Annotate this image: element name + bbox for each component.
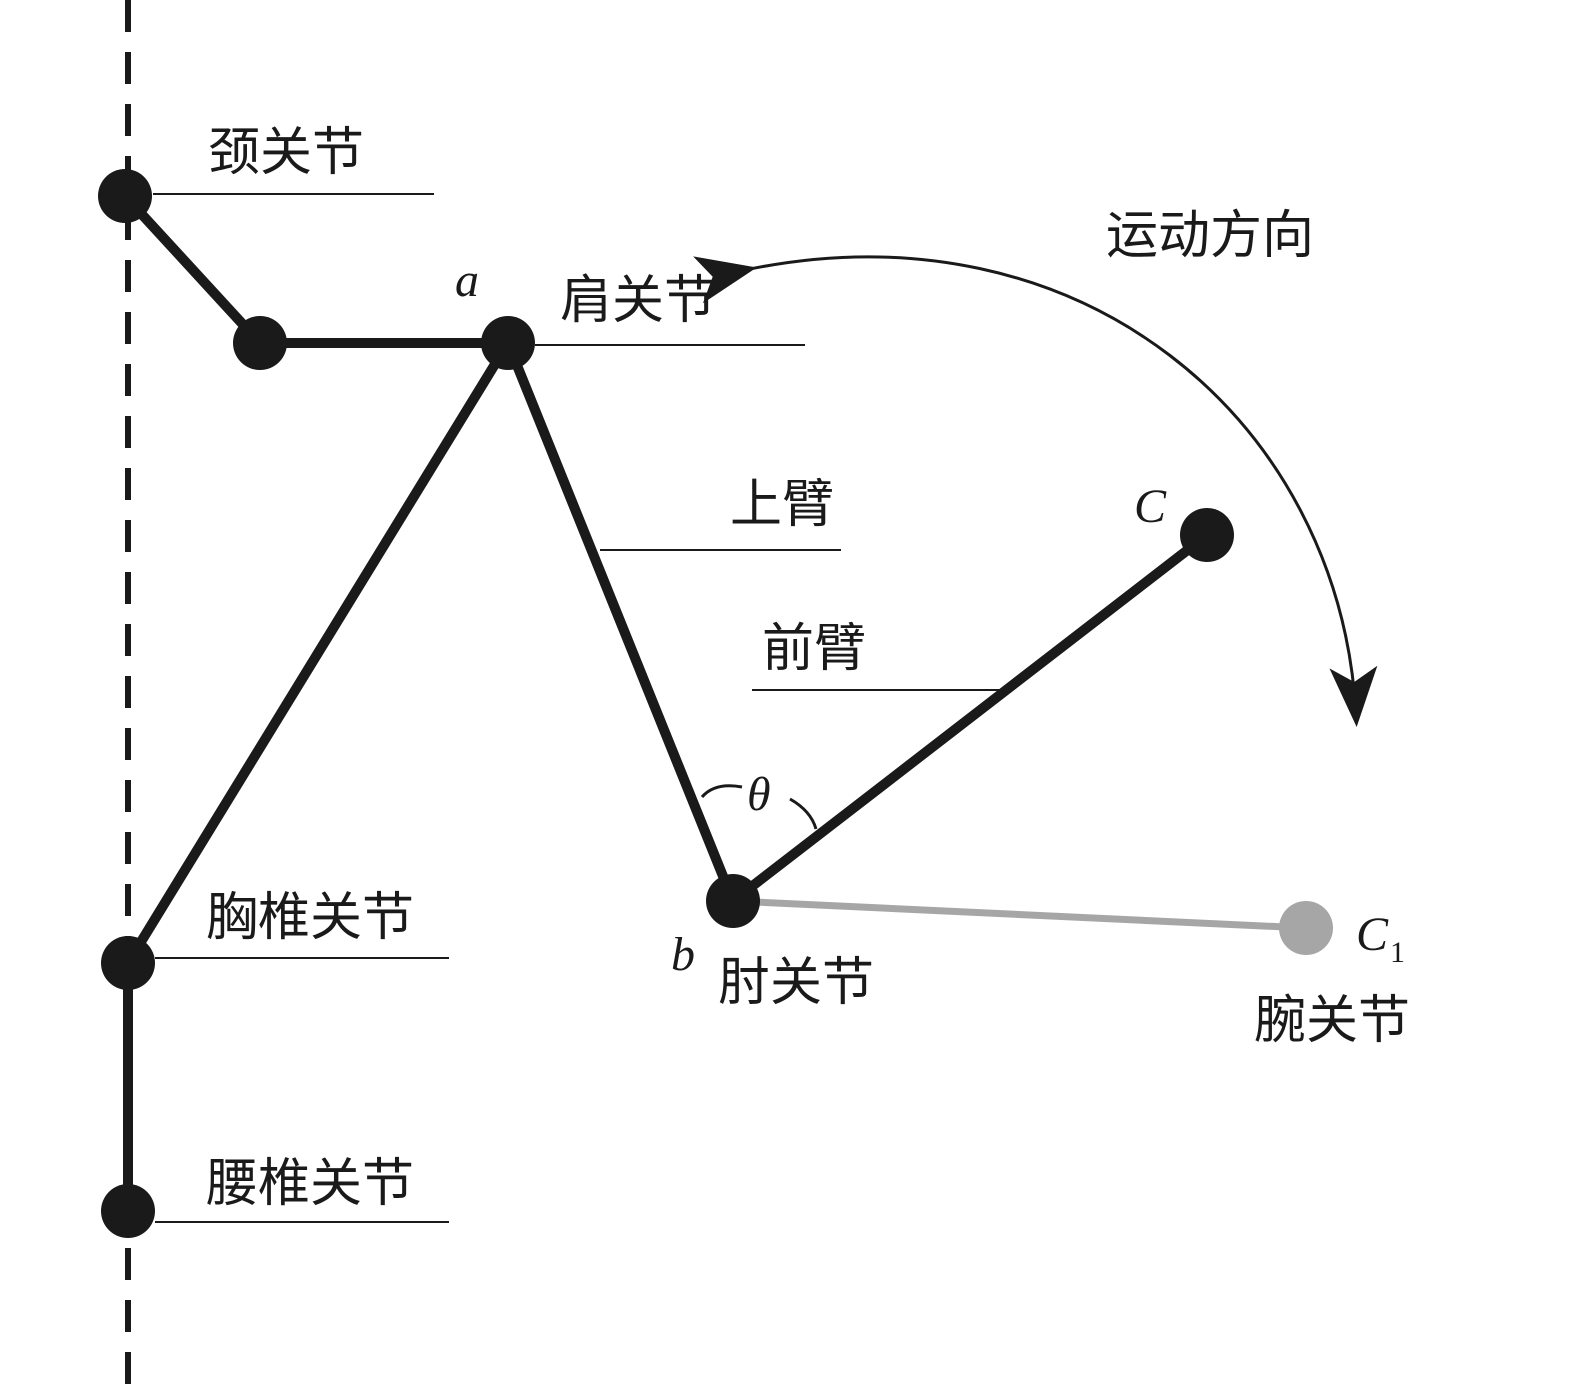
theta-angle-arc — [700, 784, 743, 799]
forearm-segment — [728, 530, 1212, 906]
theta-label: θ — [747, 768, 771, 821]
forearm-label: 前臂 — [762, 619, 866, 679]
elbow-joint — [706, 874, 760, 928]
thoracic-joint-label: 胸椎关节 — [206, 888, 414, 948]
shoulder-joint — [481, 316, 535, 370]
point-c1-label: C — [1356, 908, 1389, 961]
lumbar-joint — [101, 1184, 155, 1238]
wrist-joint-label: 腕关节 — [1254, 991, 1410, 1051]
neck-joint-label: 颈关节 — [208, 123, 364, 183]
clavicle-joint — [233, 316, 287, 370]
forearm-extended-segment — [729, 897, 1310, 932]
theta-angle-arc-right — [789, 797, 818, 830]
upper-arm-label: 上臂 — [730, 475, 834, 535]
point-b-label: b — [671, 928, 695, 981]
point-a-label: a — [455, 254, 479, 307]
neck-joint — [98, 169, 152, 223]
point-c1-subscript: 1 — [1390, 936, 1405, 969]
motion-direction-arrow — [693, 255, 1378, 727]
elbow-joint-label: 肘关节 — [718, 953, 874, 1013]
trunk-segment — [123, 338, 513, 968]
point-c-label: C — [1134, 480, 1167, 533]
lumbar-joint-label: 腰椎关节 — [206, 1154, 414, 1214]
wrist-joint-c1 — [1279, 901, 1333, 955]
motion-direction-label: 运动方向 — [1106, 206, 1314, 266]
shoulder-joint-label: 肩关节 — [560, 271, 716, 331]
thoracic-joint — [101, 936, 155, 990]
upper-arm-segment — [503, 338, 738, 906]
neck-segment — [120, 191, 265, 348]
wrist-joint-c — [1180, 508, 1234, 562]
